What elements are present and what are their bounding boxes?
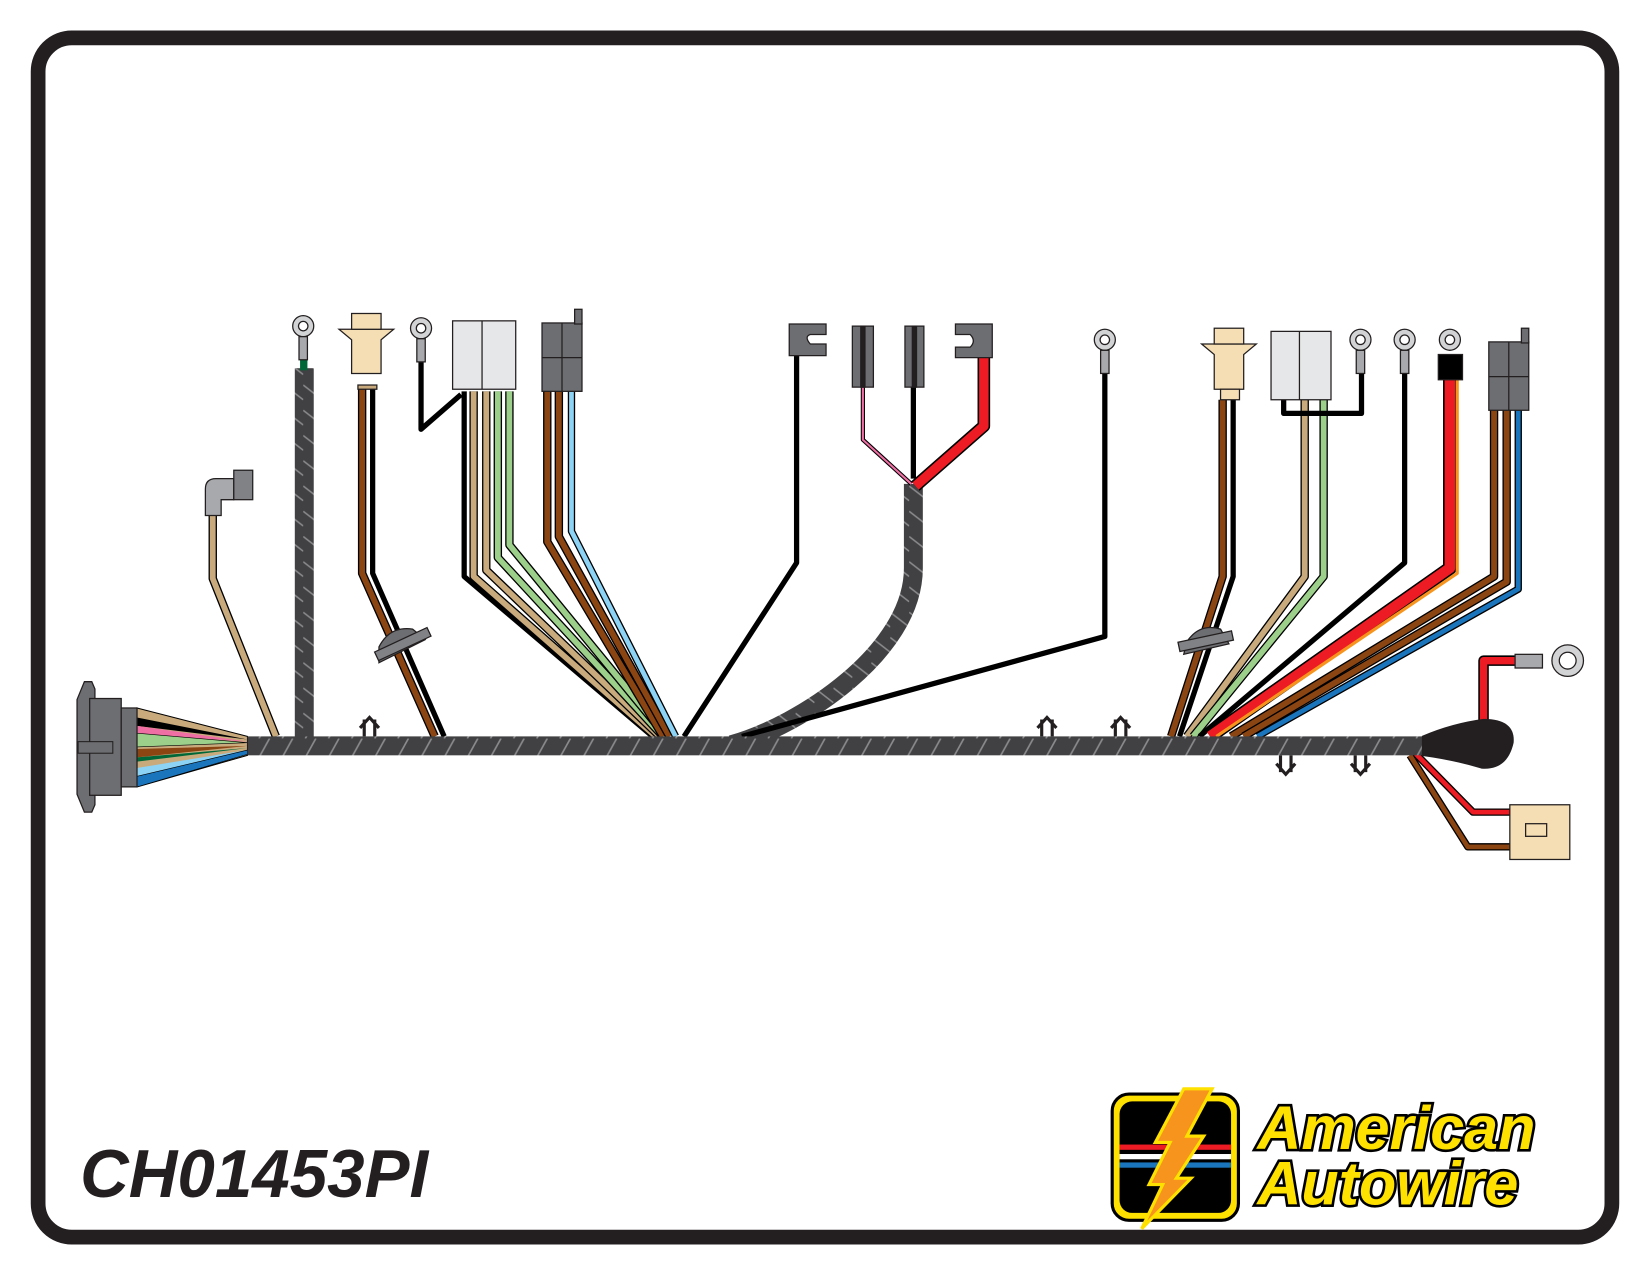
ring-terminal-icon xyxy=(1093,328,1116,375)
part-number: CH01453PI xyxy=(80,1137,429,1212)
american-autowire-logo: American Autowire xyxy=(1110,1087,1538,1230)
battery-ring-terminal-icon xyxy=(1514,644,1585,678)
bullet-terminal-pink xyxy=(851,325,875,388)
lightning-bolt-icon xyxy=(1140,1087,1215,1230)
grommet-right xyxy=(1177,626,1235,656)
clip-arrow-up-icon xyxy=(1109,715,1132,737)
bullet-terminal-black xyxy=(904,325,925,388)
rubber-boot xyxy=(1421,718,1514,769)
white-connector-left xyxy=(451,320,517,390)
ring-terminal-icon xyxy=(1393,328,1416,375)
clip-arrow-up-icon xyxy=(358,715,381,737)
ring-terminal-icon xyxy=(1437,328,1464,381)
branch-wires xyxy=(208,355,1537,851)
elbow-connector xyxy=(204,469,254,517)
grey-connector-left xyxy=(541,308,583,392)
green-wire-stub xyxy=(300,359,308,371)
bulb-socket-right xyxy=(1199,327,1259,401)
spade-terminal-red xyxy=(954,323,993,359)
spade-terminal-black xyxy=(788,323,827,357)
ring-terminal-icon xyxy=(409,317,433,363)
ring-terminal-icon xyxy=(1349,328,1372,375)
page-frame xyxy=(30,30,1620,1245)
vertical-loom xyxy=(294,368,314,739)
main-trunk-loom xyxy=(247,736,1423,756)
grey-connector-right xyxy=(1488,327,1530,411)
clip-arrow-up-icon xyxy=(1036,715,1058,737)
logo-text-autowire: Autowire xyxy=(1255,1150,1518,1218)
push-clips xyxy=(358,715,1372,777)
clip-arrow-down-icon xyxy=(1349,755,1372,777)
ring-terminal-icon xyxy=(292,314,315,361)
bulb-socket-left xyxy=(337,312,396,390)
connectors xyxy=(204,308,1585,861)
grommet-left xyxy=(373,626,432,664)
logo-text-american: American xyxy=(1255,1094,1535,1162)
clip-arrow-down-icon xyxy=(1275,755,1297,777)
white-connector-right xyxy=(1270,330,1332,401)
main-bulkhead-connector xyxy=(76,681,138,813)
two-pin-tan-connector xyxy=(1509,804,1571,861)
taped-branch xyxy=(728,483,923,754)
